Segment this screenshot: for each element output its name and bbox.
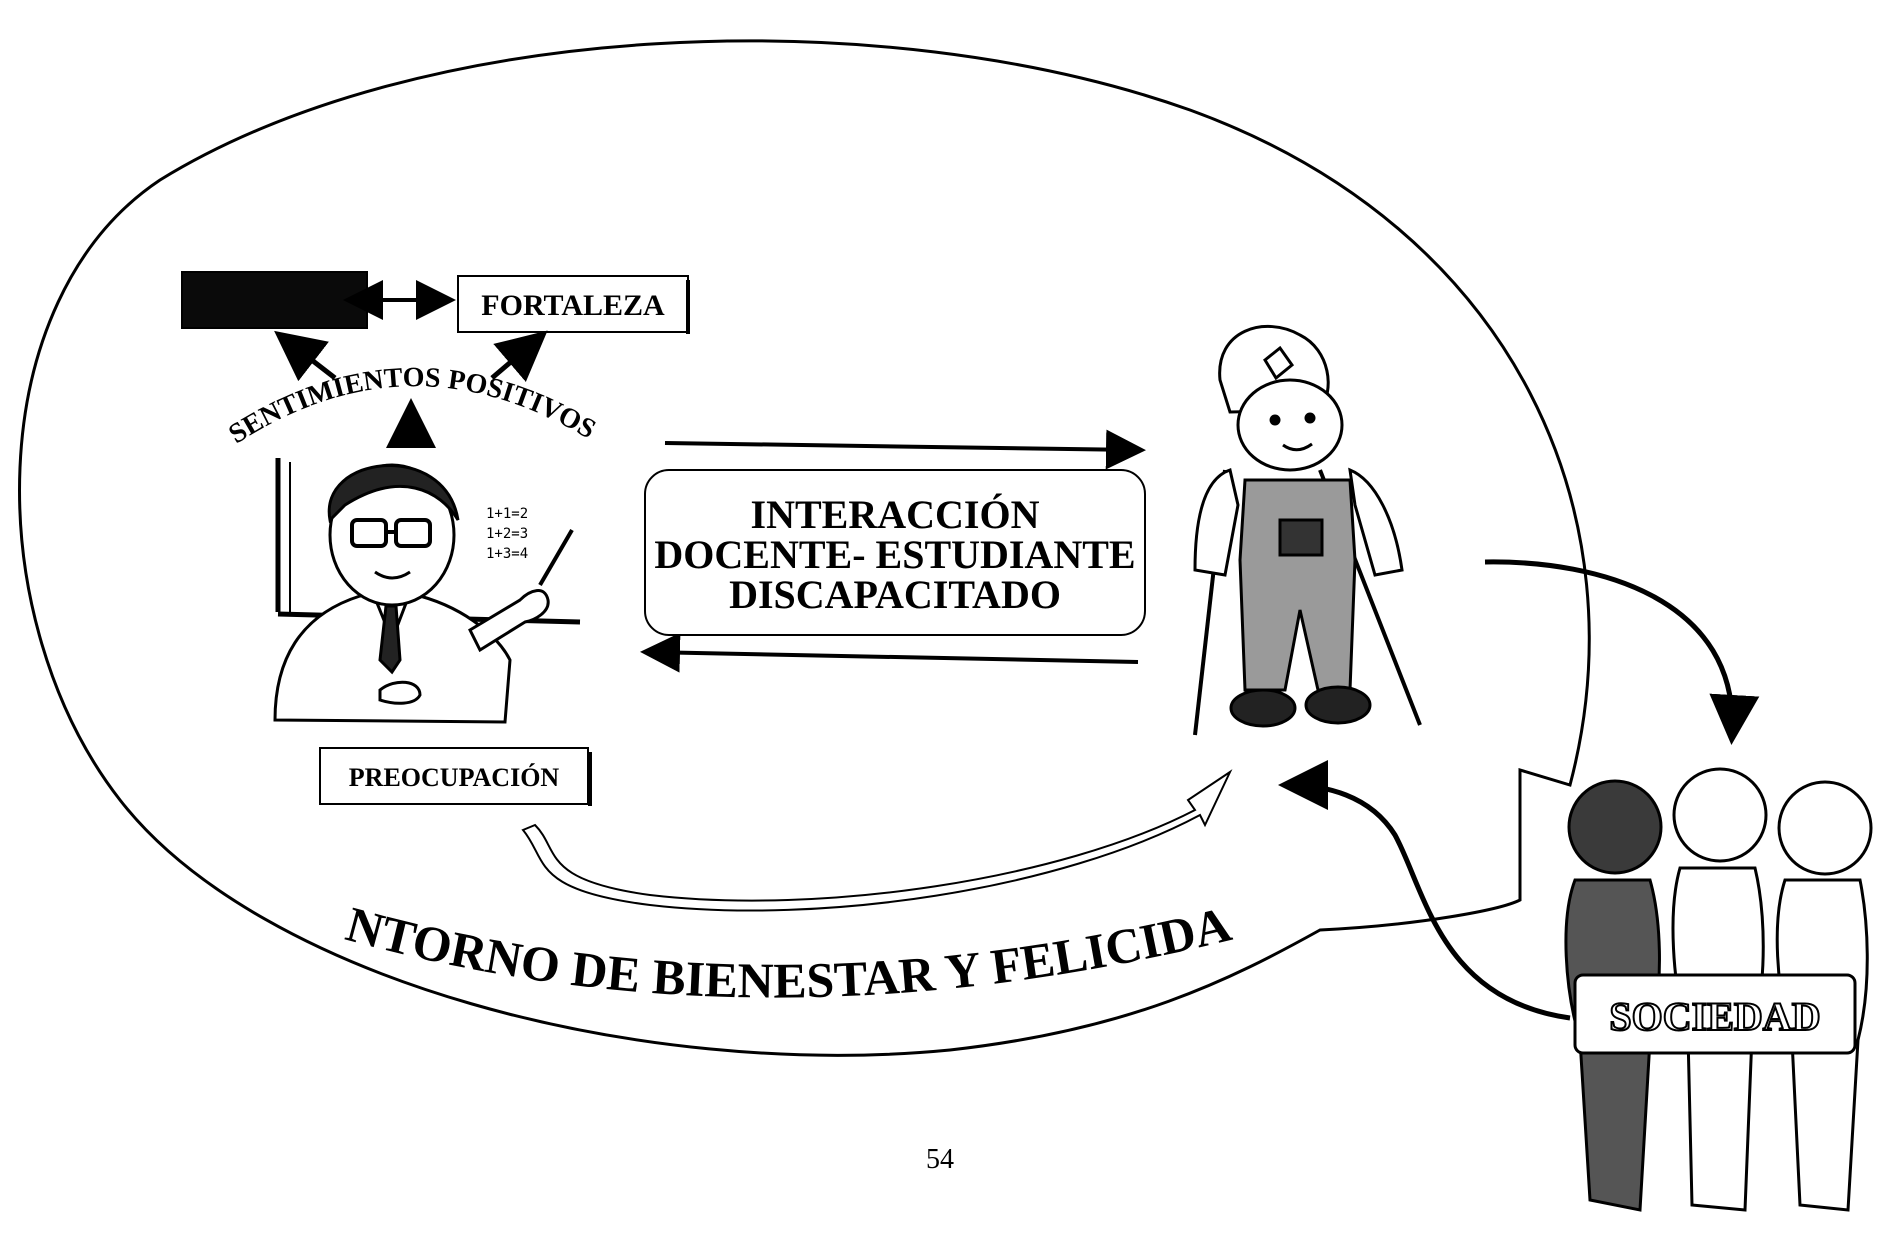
top-left-label-box	[181, 271, 368, 329]
sociedad-label: SOCIEDAD	[1609, 994, 1820, 1039]
student-illustration	[1193, 325, 1422, 736]
environment-bubble	[18, 39, 1591, 1057]
arrow-society-to-student	[1278, 760, 1571, 1021]
interaction-line-1: INTERACCIÓN	[751, 492, 1040, 537]
interaction-line-3: DISCAPACITADO	[729, 572, 1061, 617]
page-number: 54	[926, 1144, 954, 1175]
svg-text:1+2=3: 1+2=3	[486, 526, 528, 542]
preocupacion-box: PREOCUPACIÓN	[319, 747, 592, 806]
svg-text:1+3=4: 1+3=4	[486, 546, 528, 562]
arrow-to-top-left-box	[274, 330, 337, 382]
hollow-curved-arrow	[521, 769, 1233, 912]
svg-text:1+1=2: 1+1=2	[486, 506, 528, 522]
interaction-box: INTERACCIÓN DOCENTE- ESTUDIANTE DISCAPAC…	[644, 469, 1146, 636]
arrow-teacher-to-student	[664, 429, 1146, 470]
arrow-to-fortaleza	[490, 330, 548, 382]
teacher-illustration	[273, 458, 581, 724]
arrow-student-to-teacher	[640, 632, 1139, 673]
sociedad-sign: SOCIEDAD	[1573, 973, 1857, 1055]
board-math: 1+1=2 1+2=3 1+3=4	[486, 506, 528, 562]
interaction-line-2: DOCENTE- ESTUDIANTE	[654, 532, 1135, 577]
arrow-student-to-society	[1484, 559, 1760, 745]
fortaleza-box: FORTALEZA	[457, 275, 690, 334]
fortaleza-label: FORTALEZA	[481, 289, 665, 322]
preocupacion-label: PREOCUPACIÓN	[349, 763, 560, 792]
